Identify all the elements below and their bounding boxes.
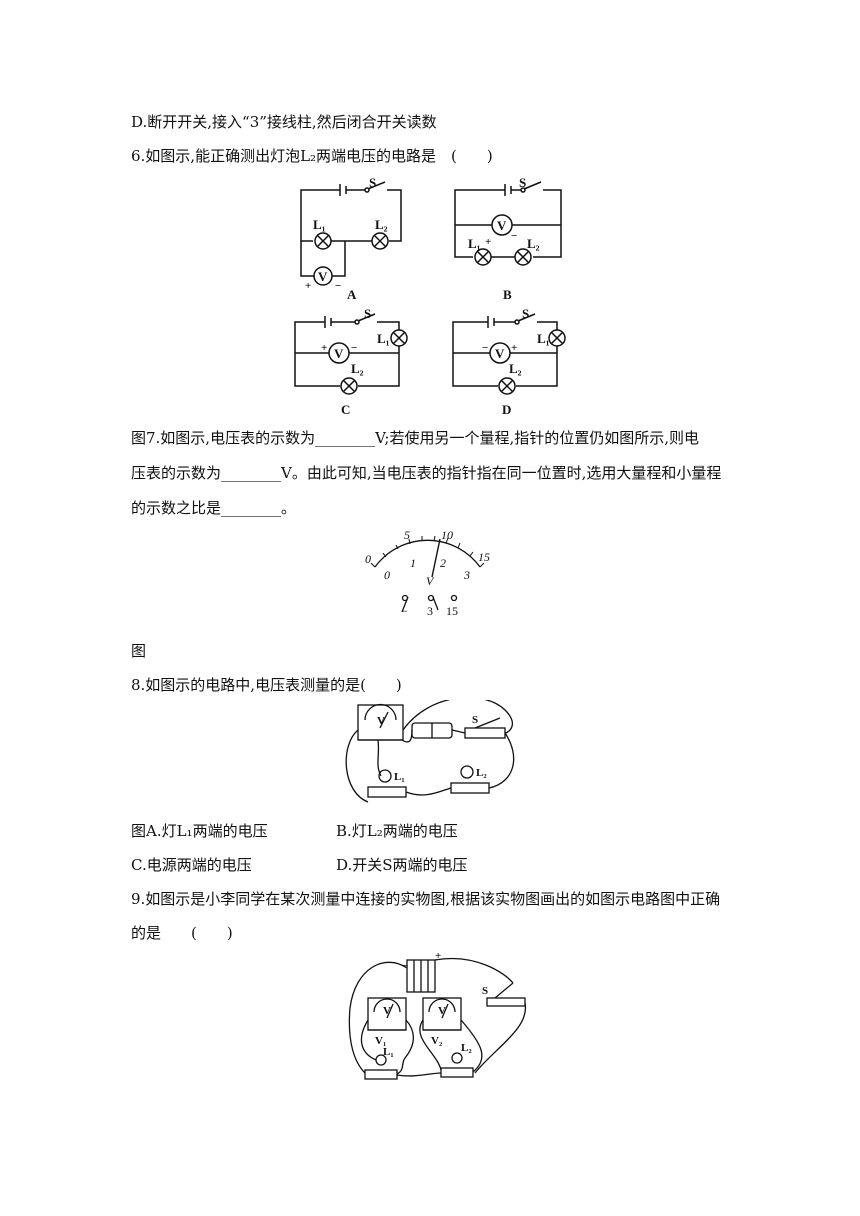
q5-option-d: D.断开开关,接入“3”接线柱,然后闭合开关读数 — [131, 113, 437, 131]
svg-text:−: − — [482, 342, 488, 354]
svg-text:5: 5 — [404, 528, 410, 542]
svg-text:−: − — [335, 280, 341, 292]
svg-text:V: V — [426, 574, 435, 588]
svg-text:V₁: V₁ — [375, 1035, 386, 1047]
svg-text:B: B — [503, 287, 512, 302]
q7-line-2: 压表的示数为________V。由此可知,当电压表的指针指在同一位置时,选用大量… — [131, 464, 722, 482]
svg-text:L₂: L₂ — [375, 217, 388, 232]
svg-text:L₂: L₂ — [527, 236, 540, 251]
svg-text:2: 2 — [440, 556, 446, 570]
svg-text:V: V — [438, 1005, 446, 1017]
svg-text:0: 0 — [384, 568, 390, 582]
q9-physical-circuit: − + S V V V₁ V₂ L₁ L₂ — [348, 950, 527, 1080]
svg-text:L₁: L₁ — [468, 236, 481, 251]
q8-option-d: D.开关S两端的电压 — [336, 856, 468, 874]
svg-text:V: V — [334, 346, 344, 361]
q8-physical-circuit: V S L₁ L₂ — [345, 700, 515, 803]
svg-text:−: − — [402, 960, 408, 972]
svg-text:V₂: V₂ — [431, 1035, 443, 1047]
svg-text:S: S — [482, 985, 488, 997]
svg-text:S: S — [472, 714, 478, 726]
svg-text:L₁: L₁ — [394, 771, 405, 783]
svg-text:V: V — [377, 715, 385, 727]
q6-circuit-diagrams: S L₁ L₂ V + − A S V + − L₁ L₂ B S V + − … — [294, 175, 566, 417]
svg-text:3: 3 — [427, 604, 433, 618]
svg-text:15: 15 — [446, 604, 458, 618]
svg-text:1: 1 — [410, 556, 416, 570]
svg-text:S: S — [522, 306, 529, 321]
q8-stem: 8.如图示的电路中,电压表测量的是( ) — [131, 676, 402, 694]
svg-text:L₁: L₁ — [377, 331, 390, 346]
svg-text:−: − — [401, 604, 408, 618]
svg-text:0: 0 — [365, 552, 371, 566]
svg-text:+: + — [321, 342, 327, 354]
svg-text:+: + — [305, 280, 311, 292]
svg-text:+: + — [511, 342, 517, 354]
svg-text:+: + — [485, 236, 491, 248]
svg-text:V: V — [383, 1005, 391, 1017]
q7-caption: 图 — [131, 642, 147, 660]
svg-text:S: S — [364, 306, 371, 321]
svg-text:V: V — [318, 269, 328, 284]
svg-text:L₂: L₂ — [509, 361, 522, 376]
q7-line-1: 图7.如图示,电压表的示数为________V;若使用另一个量程,指针的位置仍如… — [131, 429, 699, 447]
svg-text:L₂: L₂ — [351, 361, 364, 376]
svg-text:V: V — [495, 346, 505, 361]
q8-option-b: B.灯L₂两端的电压 — [336, 822, 458, 840]
svg-text:15: 15 — [478, 550, 490, 564]
svg-text:L₁: L₁ — [313, 217, 326, 232]
svg-text:A: A — [347, 287, 357, 302]
svg-text:V: V — [497, 218, 507, 233]
svg-text:−: − — [351, 342, 357, 354]
svg-text:L₁: L₁ — [383, 1046, 394, 1058]
svg-text:10: 10 — [441, 528, 453, 542]
svg-text:L₂: L₂ — [476, 767, 487, 779]
q7-line-3: 的示数之比是________。 — [131, 499, 297, 517]
svg-text:D: D — [502, 402, 511, 417]
q8-option-a: 图A.灯L₁两端的电压 — [131, 822, 268, 840]
svg-text:L₁: L₁ — [537, 331, 550, 346]
svg-text:C: C — [341, 402, 350, 417]
svg-text:L₂: L₂ — [461, 1042, 472, 1054]
q6-stem: 6.如图示,能正确测出灯泡L₂两端电压的电路是 ( ) — [131, 147, 493, 165]
q7-voltmeter-dial: 0 5 10 15 0 1 2 3 V − 3 15 — [365, 528, 490, 618]
svg-text:−: − — [511, 230, 517, 242]
svg-text:3: 3 — [463, 568, 470, 582]
svg-text:S: S — [369, 175, 376, 190]
q8-option-c: C.电源两端的电压 — [131, 856, 252, 874]
q9-line-2: 的是 ( ) — [131, 924, 233, 942]
svg-text:+: + — [435, 950, 441, 962]
svg-text:S: S — [519, 175, 526, 190]
q9-line-1: 9.如图示是小李同学在某次测量中连接的实物图,根据该实物图画出的如图示电路图中正… — [131, 890, 721, 908]
